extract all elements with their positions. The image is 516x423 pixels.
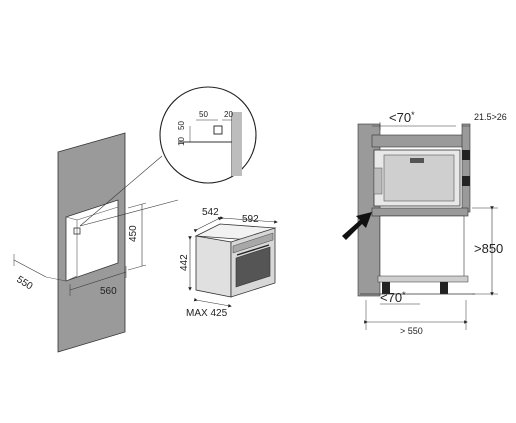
bracket-square	[213, 125, 223, 135]
cavity-opening	[65, 199, 119, 282]
cavity-height-label: 450	[128, 225, 139, 242]
cavity-depth-label: 550	[14, 274, 34, 292]
height-label: >850	[474, 241, 503, 256]
oven-depth-label: 542	[202, 207, 219, 218]
bracket-detail-circle	[159, 86, 257, 184]
top-clearance-label: <70*	[389, 110, 415, 125]
oven-max-depth-label: MAX 425	[186, 308, 228, 319]
mount-bracket	[73, 227, 81, 235]
cavity-width-label: 560	[100, 286, 117, 297]
detail-50-vertical: 50	[177, 121, 186, 130]
detail-50-horizontal: 50	[199, 110, 208, 119]
oven-drawing	[188, 216, 278, 308]
depth-label: > 550	[400, 326, 423, 336]
side-section-drawing	[342, 122, 498, 330]
side-gap-label: 21.5>26	[474, 112, 507, 122]
bottom-clearance-label: <70*	[380, 290, 406, 305]
oven-window	[235, 246, 271, 288]
detail-20: 20	[224, 110, 233, 119]
wall-cavity-drawing	[13, 132, 179, 353]
detail-10: 10	[177, 137, 186, 146]
oven-height-label: 442	[179, 254, 190, 271]
airflow-arrow	[342, 212, 372, 240]
oven-width-label: 592	[242, 214, 259, 225]
